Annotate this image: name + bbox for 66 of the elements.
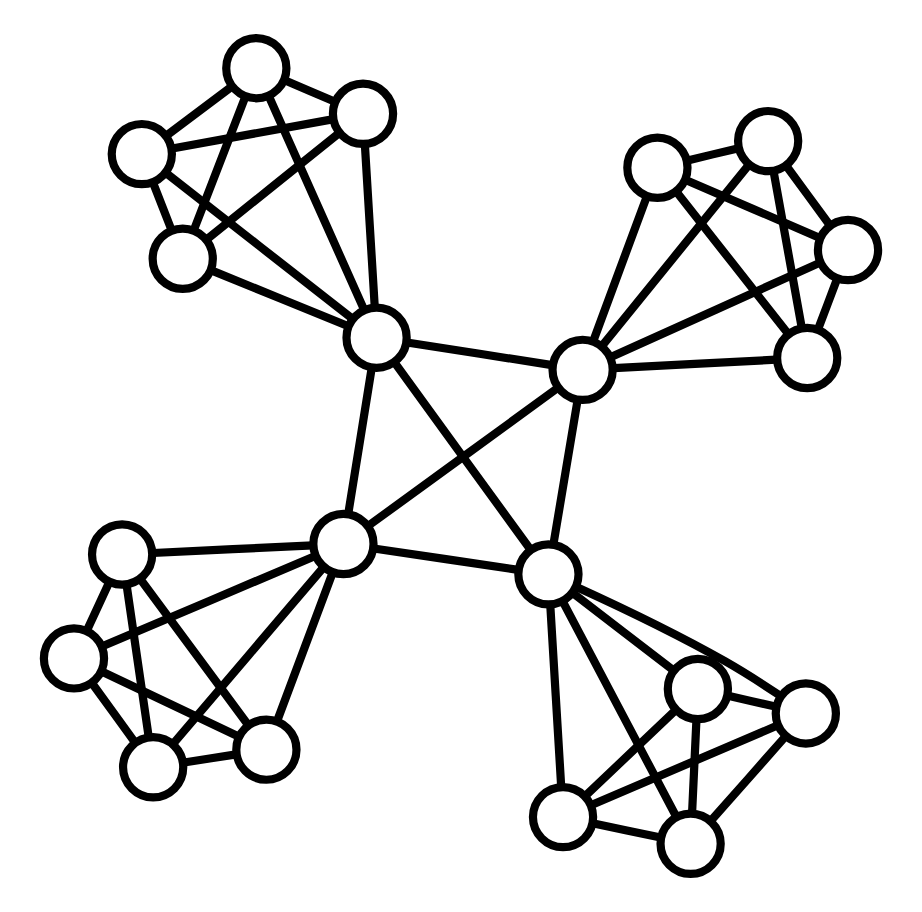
connector — [163, 169, 354, 322]
node-circle — [342, 303, 411, 372]
connector — [100, 552, 317, 651]
connector — [366, 384, 561, 529]
connector — [583, 708, 678, 798]
connector — [686, 144, 740, 165]
connector — [685, 176, 822, 242]
connector — [613, 355, 777, 373]
connector — [391, 359, 534, 552]
node-circle — [87, 520, 157, 589]
node-circle — [663, 654, 733, 724]
node-circle — [773, 323, 842, 393]
node-circle — [656, 809, 725, 878]
connector — [727, 691, 778, 711]
connector — [546, 605, 566, 786]
connector — [599, 162, 753, 348]
connector — [171, 115, 333, 153]
connector — [360, 144, 379, 307]
node-circle — [222, 34, 291, 103]
node-circle — [309, 509, 378, 579]
node-circle — [528, 782, 598, 852]
connector — [137, 577, 251, 726]
connector — [609, 259, 821, 361]
node-circle — [118, 733, 188, 802]
node-circle — [813, 215, 883, 285]
connector — [344, 367, 376, 515]
connector — [373, 544, 519, 574]
connector — [99, 667, 240, 740]
connector — [83, 581, 113, 633]
connector — [591, 819, 661, 842]
connector — [589, 722, 779, 810]
connector — [183, 750, 237, 767]
node-circle — [39, 624, 109, 693]
node-circle — [733, 106, 803, 176]
connector — [708, 733, 789, 823]
connector — [170, 564, 327, 747]
connector — [589, 194, 651, 342]
connector — [783, 163, 833, 228]
connector — [814, 278, 841, 331]
connector — [122, 584, 153, 737]
node-circle — [232, 715, 301, 784]
node-circle — [107, 119, 176, 189]
connector — [265, 94, 368, 311]
connector — [769, 170, 806, 328]
connector — [688, 720, 701, 813]
node-circle — [328, 79, 398, 148]
node-circle — [548, 335, 617, 405]
node-circle — [771, 679, 841, 748]
node-circle — [148, 224, 217, 293]
connector — [209, 266, 349, 330]
connector — [163, 83, 235, 140]
connector — [189, 96, 249, 233]
connector — [406, 338, 553, 370]
node-circle — [514, 540, 583, 609]
node-circle — [623, 133, 692, 202]
connector — [152, 541, 314, 558]
connector — [558, 599, 681, 819]
connector — [203, 129, 342, 243]
connector — [673, 190, 791, 336]
connector — [149, 181, 176, 232]
connector — [549, 399, 582, 545]
connector — [283, 76, 336, 106]
connector — [88, 681, 139, 745]
connector — [570, 590, 677, 674]
connector — [273, 571, 337, 722]
connector — [574, 583, 784, 700]
